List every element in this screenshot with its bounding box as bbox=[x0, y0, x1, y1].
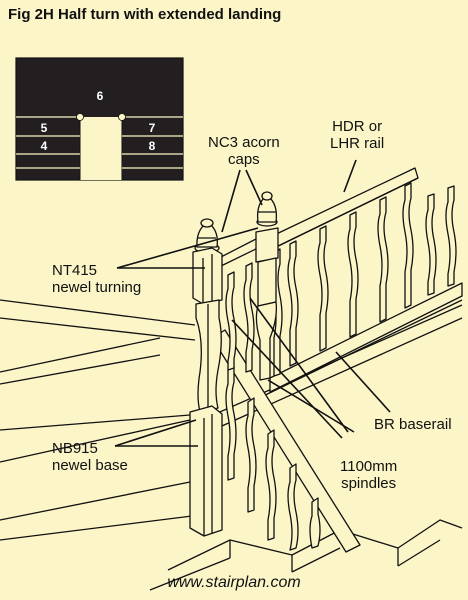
lower-stringer bbox=[0, 299, 201, 541]
upper-spindles bbox=[287, 182, 414, 367]
upper-handrail bbox=[267, 167, 419, 251]
label-spindles-line1: 1100mm bbox=[340, 458, 398, 475]
step-number-7: 7 bbox=[149, 121, 156, 135]
label-handrail: HDR or LHR rail bbox=[330, 118, 384, 152]
label-br-baserail: BR baserail bbox=[374, 416, 452, 433]
label-nt415-newel-turning: NT415 newel turning bbox=[52, 262, 141, 296]
label-nc3-line1: NC3 acorn bbox=[208, 134, 280, 151]
step-number-6: 6 bbox=[97, 89, 104, 103]
label-handrail-line1: HDR or bbox=[332, 118, 383, 135]
label-br-line1: BR baserail bbox=[374, 416, 452, 433]
plan-newel-right bbox=[118, 113, 126, 121]
label-nt415-line1: NT415 bbox=[52, 262, 98, 279]
label-nb915-line1: NB915 bbox=[52, 440, 98, 457]
far-spindles bbox=[425, 185, 457, 296]
label-handrail-line2: LHR rail bbox=[330, 135, 385, 152]
step-number-5: 5 bbox=[41, 121, 48, 135]
lower-steps bbox=[149, 519, 463, 591]
label-nb915-line2: newel base bbox=[52, 457, 128, 474]
figure-title: Fig 2H Half turn with extended landing bbox=[8, 6, 282, 23]
label-spindles-line2: spindles bbox=[341, 475, 397, 492]
label-nc3-acorn-caps: NC3 acorn caps bbox=[208, 134, 280, 168]
lower-spindles bbox=[225, 365, 321, 551]
label-nb915-newel-base: NB915 newel base bbox=[52, 440, 128, 474]
stair-plan-view: 6 5 4 7 8 bbox=[15, 57, 184, 181]
label-1100mm-spindles: 1100mm spindles bbox=[340, 458, 397, 492]
label-nt415-line2: newel turning bbox=[52, 279, 142, 296]
upper-baserail bbox=[269, 282, 463, 393]
staircase-illustration bbox=[0, 159, 463, 591]
label-nc3-line2: caps bbox=[228, 151, 260, 168]
landing-newel-post bbox=[255, 191, 279, 381]
main-newel-post bbox=[189, 218, 223, 537]
footer-url: www.stairplan.com bbox=[167, 574, 301, 591]
plan-newel-left bbox=[76, 113, 84, 121]
step-number-8: 8 bbox=[149, 139, 156, 153]
leader-lines bbox=[114, 159, 391, 447]
step-number-4: 4 bbox=[41, 139, 48, 153]
